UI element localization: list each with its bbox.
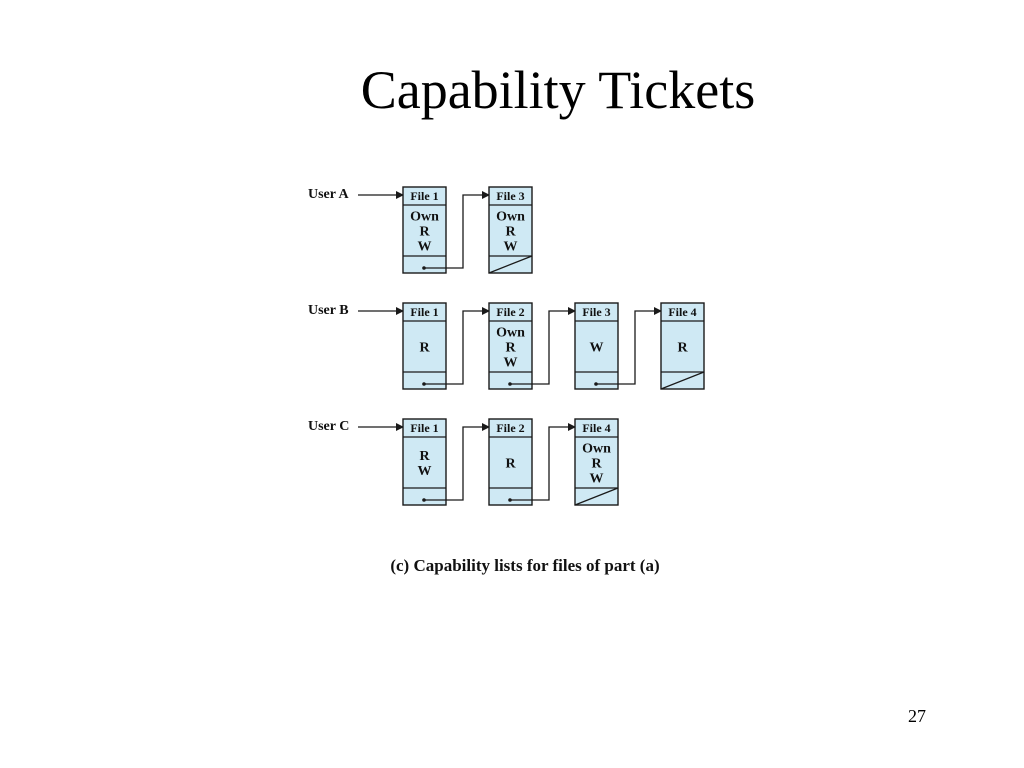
user-label: User C: [308, 419, 349, 434]
ticket-right-label: W: [504, 356, 518, 371]
ticket-right-label: W: [418, 240, 432, 255]
ticket-file-label: File 3: [496, 189, 524, 203]
ticket-right-label: R: [419, 225, 430, 240]
ticket-right-label: Own: [496, 326, 525, 341]
capability-ticket: File 1 RW: [402, 418, 490, 506]
next-pointer-arrow: [510, 423, 576, 501]
ticket-box: [488, 418, 533, 506]
user-label: User B: [308, 303, 349, 318]
next-pointer-arrow: [596, 307, 662, 385]
capability-ticket: File 2 R: [488, 418, 576, 506]
capability-ticket: File 3 W: [574, 302, 662, 390]
slide-title: Capability Tickets: [360, 60, 756, 120]
next-pointer-arrow: [424, 423, 490, 501]
ticket-right-label: W: [590, 341, 604, 356]
ticket-box: [402, 302, 447, 390]
ticket-file-label: File 1: [410, 421, 438, 435]
ticket-right-label: Own: [496, 210, 525, 225]
ticket-right-label: R: [591, 457, 602, 472]
ticket-right-label: Own: [410, 210, 439, 225]
null-pointer-slash: [660, 371, 705, 390]
ticket-right-label: Own: [582, 442, 611, 457]
null-pointer-slash: [488, 255, 533, 274]
next-pointer-arrow: [424, 191, 490, 269]
user-label: User A: [308, 187, 349, 202]
ticket-right-label: R: [505, 341, 516, 356]
ticket-right-label: R: [505, 225, 516, 240]
ticket-right-label: R: [419, 341, 430, 356]
ticket-file-label: File 2: [496, 421, 524, 435]
next-pointer-arrow: [424, 307, 490, 385]
ticket-right-label: R: [505, 457, 516, 472]
page-number: 27: [908, 706, 926, 726]
capability-ticket: File 1 R: [402, 302, 490, 390]
ticket-file-label: File 4: [668, 305, 696, 319]
ticket-box: [574, 302, 619, 390]
next-pointer-arrow: [510, 307, 576, 385]
ticket-right-label: W: [590, 472, 604, 487]
ticket-right-label: R: [419, 449, 430, 464]
ticket-right-label: W: [504, 240, 518, 255]
ticket-box: [488, 302, 533, 390]
capability-ticket: File 4 R: [660, 302, 705, 390]
ticket-box: [402, 418, 447, 506]
ticket-file-label: File 3: [582, 305, 610, 319]
ticket-file-label: File 1: [410, 189, 438, 203]
ticket-box: [402, 186, 447, 274]
ticket-right-label: R: [677, 341, 688, 356]
ticket-right-label: W: [418, 464, 432, 479]
ticket-file-label: File 1: [410, 305, 438, 319]
null-pointer-slash: [574, 487, 619, 506]
figure-caption: (c) Capability lists for files of part (…: [390, 556, 660, 575]
ticket-file-label: File 4: [582, 421, 610, 435]
ticket-file-label: File 2: [496, 305, 524, 319]
